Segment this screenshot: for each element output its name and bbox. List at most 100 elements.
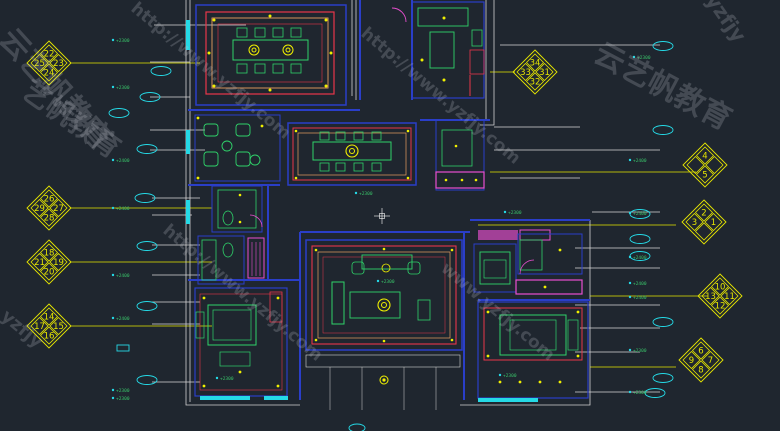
tag-number: 18 (44, 249, 55, 259)
tag-diamond (710, 277, 730, 296)
tag-diamond (39, 307, 59, 326)
tag-diamond (525, 72, 545, 91)
level-marks: +2300 +2300 +2400 +2400 +2400 +2400 +230… (111, 38, 651, 402)
tag-number: 26 (44, 195, 55, 205)
tag-cluster-right-1: 45 (682, 142, 728, 188)
tag-number: 25 (34, 59, 45, 69)
level-text: +2400 (116, 158, 130, 164)
tag-diamond (685, 212, 704, 232)
level-mark-left: +2300 (111, 388, 130, 394)
level-text: +2300 (116, 38, 130, 44)
level-mark-plan: +2300 (215, 376, 234, 382)
tag-diamond (49, 198, 68, 218)
tag-diamond (535, 62, 554, 82)
level-mark-left: +2400 (111, 206, 130, 212)
tag-diamond (39, 262, 59, 281)
tag-diamond (30, 316, 49, 336)
tag-diamond (695, 165, 715, 184)
level-mark-plan: +2300 (376, 279, 395, 285)
dining-room (195, 4, 347, 106)
level-text: +2400 (116, 273, 130, 279)
bathroom-left (211, 185, 263, 233)
level-text: +2300 (116, 396, 130, 402)
level-text: +2400 (633, 295, 647, 301)
floor-plan (185, 0, 591, 410)
level-mark-right: +2300 (632, 55, 651, 61)
tag-number: 17 (34, 322, 45, 332)
tag-number: 32 (530, 78, 541, 88)
tag-diamond (694, 222, 714, 241)
level-text: +2400 (633, 158, 647, 164)
tag-diamond (49, 316, 68, 336)
kitchen (391, 1, 485, 99)
level-text: +2300 (503, 373, 517, 379)
tag-diamond (686, 155, 705, 175)
tag-number: 33 (520, 68, 531, 78)
level-mark-plan: +2300 (498, 373, 517, 379)
level-text: +2400 (633, 255, 647, 261)
tag-diamond (701, 350, 720, 370)
tag-number: 19 (53, 258, 64, 268)
level-text: +2300 (116, 85, 130, 91)
tag-number: 12 (715, 302, 726, 312)
level-mark-plan: +2300 (354, 191, 373, 197)
tag-lines (70, 62, 708, 368)
section-markers (108, 41, 674, 431)
tag-number: 3 (692, 218, 697, 228)
tag-diamond (710, 296, 730, 315)
tag-number: 14 (44, 313, 55, 323)
bedroom-left (194, 287, 288, 400)
level-mark-left: +2300 (111, 85, 130, 91)
tag-number: 23 (53, 59, 64, 69)
tag-number: 13 (705, 292, 716, 302)
level-mark-left: +2300 (111, 38, 130, 44)
tag-diamond (691, 341, 711, 360)
leader-lines (150, 24, 660, 393)
crosshair-icon (374, 208, 390, 224)
tag-number: 10 (715, 283, 726, 293)
tag-number: 20 (44, 268, 55, 278)
level-text: +2300 (633, 348, 647, 354)
level-text: +2300 (116, 388, 130, 394)
tag-diamond (705, 155, 724, 175)
tag-diamond (516, 62, 535, 82)
tea-room (287, 122, 417, 186)
tag-diamond (39, 189, 59, 208)
tag-number: 27 (53, 204, 64, 214)
level-text: +2300 (359, 191, 373, 197)
tag-number: 31 (539, 68, 550, 78)
tag-diamond (720, 286, 739, 306)
level-mark-right: +2400 (628, 211, 647, 217)
level-mark-left: +2400 (111, 273, 130, 279)
tag-diamond (39, 63, 59, 82)
level-text: +2300 (508, 210, 522, 216)
tag-number: 2 (701, 209, 706, 219)
lounge (194, 114, 281, 182)
level-text: +2300 (633, 390, 647, 396)
level-mark-right: +2400 (628, 281, 647, 287)
tag-number: 16 (44, 332, 55, 342)
tag-number: 11 (724, 292, 735, 302)
level-mark-right: +2400 (628, 158, 647, 164)
tag-number: 7 (708, 356, 713, 366)
tag-diamond (682, 350, 701, 370)
tag-number: 29 (34, 204, 45, 214)
tag-diamond (694, 203, 714, 222)
tag-number: 1 (711, 218, 716, 228)
tag-diamond (30, 53, 49, 73)
tag-diamond (704, 212, 723, 232)
level-text: +2400 (116, 316, 130, 322)
tag-cluster-right-2: 23 1 (681, 199, 727, 245)
tag-number: 15 (53, 322, 64, 332)
tag-diamond (30, 198, 49, 218)
tag-diamond (691, 360, 711, 379)
tag-diamond (701, 286, 720, 306)
tag-diamond (49, 53, 68, 73)
